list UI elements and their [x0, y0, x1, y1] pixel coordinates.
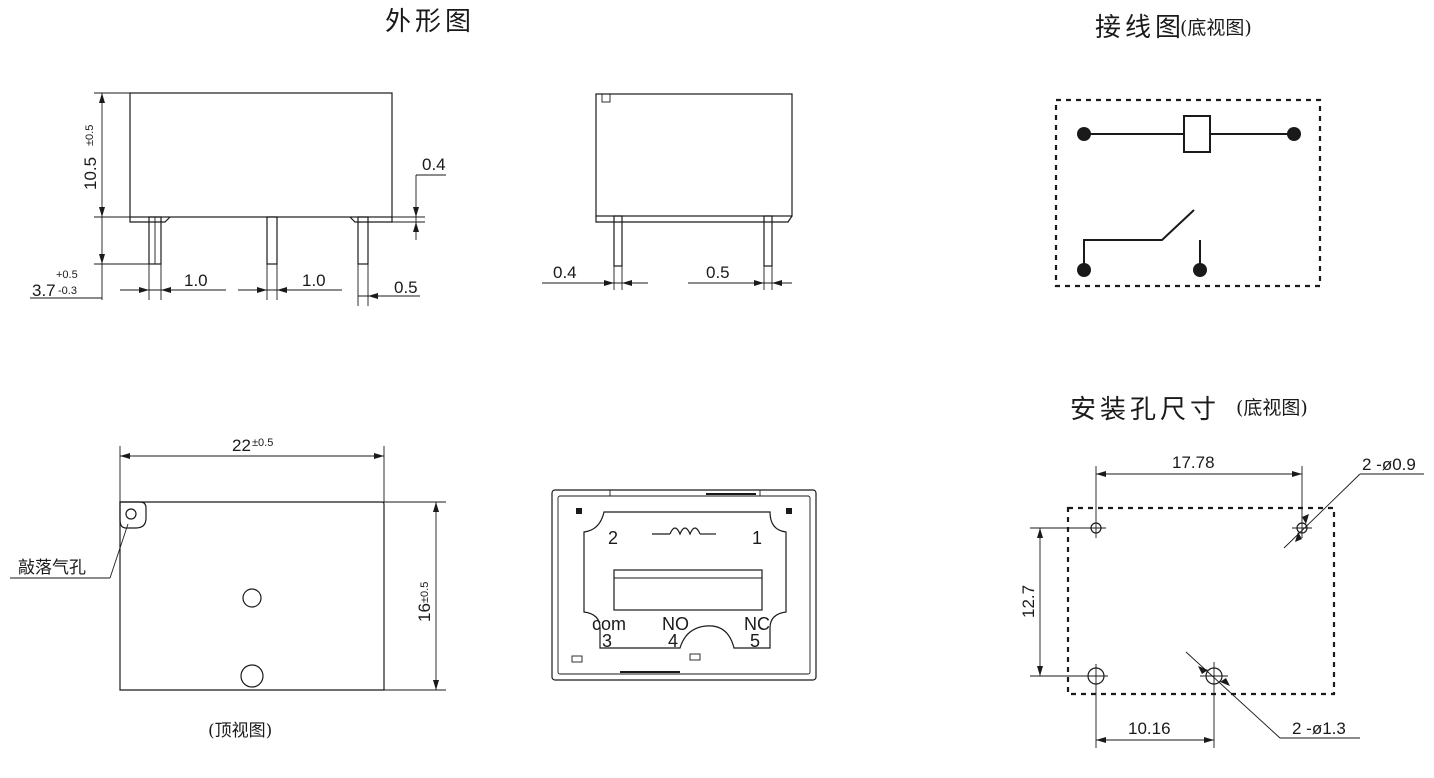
- front-view: 10.5 ±0.5 3.7 +0.5 -0.3 1.0 1.0 0.5 0.4: [30, 92, 446, 306]
- pin-length-tol-plus: +0.5: [56, 269, 78, 281]
- mounting-frame: [1066, 506, 1336, 696]
- bottom-pin-3-number: 3: [602, 631, 612, 651]
- pitch-x2-dimension: 10.16: [1128, 719, 1171, 738]
- mounting-heading: 安装孔尺寸: [1070, 395, 1220, 425]
- pin-gap-dimension: 0.4: [422, 155, 446, 174]
- height-dimension: 10.5: [81, 157, 100, 190]
- large-hole-1: [1087, 667, 1105, 685]
- bottom-pin-3-label: com: [592, 614, 626, 634]
- wiring-heading: 接线图: [1095, 13, 1185, 43]
- bottom-view-body: [551, 489, 817, 681]
- pitch-y-dimension: 12.7: [1019, 585, 1038, 618]
- switch-arm: [1083, 209, 1195, 270]
- top-view-caption: (顶视图): [208, 721, 272, 741]
- pin-width-dimension: 0.5: [394, 278, 418, 297]
- mounting-hole-diagram: 17.78 12.7 10.16 2 -ø0.9 2 -ø1.3: [1019, 453, 1424, 748]
- side-pin-1: [613, 215, 623, 267]
- front-pin-2: [266, 216, 278, 265]
- height-tolerance: ±0.5: [84, 125, 96, 146]
- side-view-body: [595, 93, 793, 217]
- top-view-body: [119, 501, 385, 691]
- vent-label: 敲落气孔: [18, 558, 86, 578]
- front-view-body: [129, 92, 393, 218]
- large-hole-2: [1205, 667, 1223, 685]
- bottom-pin-1-number: 1: [752, 528, 762, 548]
- small-hole-2: [1296, 522, 1308, 534]
- wiring-diagram: [1054, 98, 1322, 288]
- pin-length-tol-minus: -0.3: [58, 285, 77, 297]
- pin-pitch-2: 1.0: [302, 271, 326, 290]
- side-view: 0.4 0.5: [542, 93, 793, 290]
- bottom-pin-5-label: NC: [744, 614, 770, 634]
- pin-length-dimension: 3.7: [32, 281, 56, 300]
- side-pin-2: [763, 215, 773, 267]
- bottom-pin-5-number: 5: [750, 631, 760, 651]
- relay-coil: [1183, 115, 1211, 153]
- wiring-heading-note: (底视图): [1180, 17, 1252, 39]
- pitch-x-dimension: 17.78: [1172, 453, 1215, 472]
- top-width-dimension: 16: [415, 603, 434, 622]
- top-view-hole-1: [242, 588, 262, 608]
- bottom-view: 2 1 com 3 NO 4 NC 5: [551, 489, 817, 681]
- top-view: 22 ±0.5 16 ±0.5 敲落气孔 (顶视图): [10, 436, 446, 741]
- small-hole-1: [1090, 522, 1102, 534]
- large-holes-label: 2 -ø1.3: [1292, 719, 1346, 738]
- coil-symbol: [669, 527, 701, 536]
- contact-slot: [613, 569, 763, 611]
- pin-pitch-1: 1.0: [184, 271, 208, 290]
- outline-heading: 外形图: [385, 7, 475, 37]
- side-pin-width: 0.5: [706, 263, 730, 282]
- vent-hole: [125, 508, 137, 520]
- front-pin-3: [357, 216, 369, 265]
- top-length-tolerance: ±0.5: [252, 437, 273, 449]
- mounting-heading-note: (底视图): [1236, 397, 1308, 419]
- small-holes-label: 2 -ø0.9: [1362, 455, 1416, 474]
- bottom-pin-4-label: NO: [662, 614, 689, 634]
- top-width-tolerance: ±0.5: [419, 582, 431, 603]
- wiring-frame: [1054, 98, 1322, 288]
- top-length-dimension: 22: [232, 436, 251, 455]
- top-view-hole-2: [240, 664, 264, 688]
- bottom-pin-2-number: 2: [608, 528, 618, 548]
- bottom-view-inner-outline: [583, 511, 787, 649]
- side-pin-thickness: 0.4: [553, 263, 577, 282]
- bottom-pin-4-number: 4: [668, 631, 678, 651]
